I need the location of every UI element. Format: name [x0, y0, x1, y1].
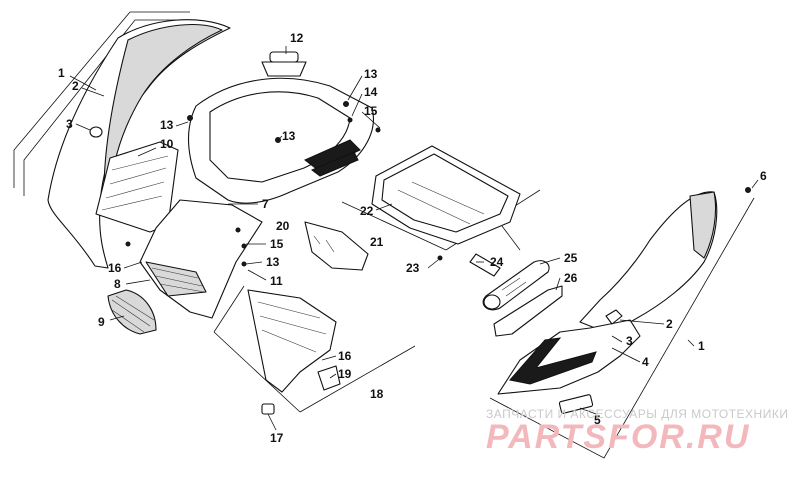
- callout-20: 20: [276, 219, 290, 233]
- callout-13b: 13: [364, 67, 378, 81]
- callout-23: 23: [406, 261, 420, 275]
- callout-7: 7: [262, 197, 269, 211]
- callout-13: 13: [160, 118, 174, 132]
- callout-14: 14: [364, 85, 378, 99]
- callout-labels: 1 2 3 10 13 12 13 14 15 13 7 22 20 15 13…: [58, 31, 767, 445]
- callout-18: 18: [370, 387, 384, 401]
- callout-3: 3: [66, 117, 73, 131]
- callout-4: 4: [642, 355, 649, 369]
- watermark-tagline: ЗАПЧАСТИ И АКСЕССУАРЫ ДЛЯ МОТОТЕХНИКИ: [486, 407, 788, 421]
- callout-8: 8: [114, 277, 121, 291]
- callout-13d: 13: [266, 255, 280, 269]
- callout-1: 1: [58, 66, 65, 80]
- fasteners: [125, 101, 751, 267]
- lower-bracket-part: [213, 285, 416, 415]
- watermark: ЗАПЧАСТИ И АКСЕССУАРЫ ДЛЯ МОТОТЕХНИКИ PA…: [486, 407, 788, 456]
- lower-nose-part: [139, 199, 263, 319]
- leader-lines: [69, 46, 759, 431]
- callout-22: 22: [360, 204, 374, 218]
- callout-13c: 13: [282, 129, 296, 143]
- right-side-panel: ARCTIC CAT: [489, 191, 755, 459]
- callout-11: 11: [270, 274, 283, 288]
- callout-9: 9: [98, 315, 105, 329]
- callout-6: 6: [760, 169, 767, 183]
- grille-part: [107, 289, 157, 335]
- storage-tray-part: [341, 145, 541, 251]
- callout-16: 16: [108, 261, 122, 275]
- callout-16b: 16: [338, 349, 352, 363]
- callout-15: 15: [364, 104, 378, 118]
- callout-17: 17: [270, 431, 284, 445]
- callout-24: 24: [490, 255, 504, 269]
- callout-19: 19: [338, 367, 352, 381]
- clamp-part: [469, 253, 501, 277]
- callout-15b: 15: [270, 237, 284, 251]
- center-nose-cowl: [188, 51, 374, 204]
- callout-3b: 3: [626, 334, 633, 348]
- tube-part: [482, 260, 550, 311]
- callout-1b: 1: [698, 339, 705, 353]
- tube-base-part: [493, 285, 563, 337]
- callout-26: 26: [564, 271, 578, 285]
- windshield-part: [304, 221, 369, 271]
- callout-25: 25: [564, 251, 578, 265]
- watermark-logo: PARTSFOR.RU: [486, 418, 750, 456]
- callout-5: 5: [594, 413, 601, 427]
- callout-10: 10: [160, 137, 174, 151]
- callout-12: 12: [290, 31, 304, 45]
- callout-2b: 2: [666, 317, 673, 331]
- callout-21: 21: [370, 235, 384, 249]
- callout-2: 2: [72, 79, 79, 93]
